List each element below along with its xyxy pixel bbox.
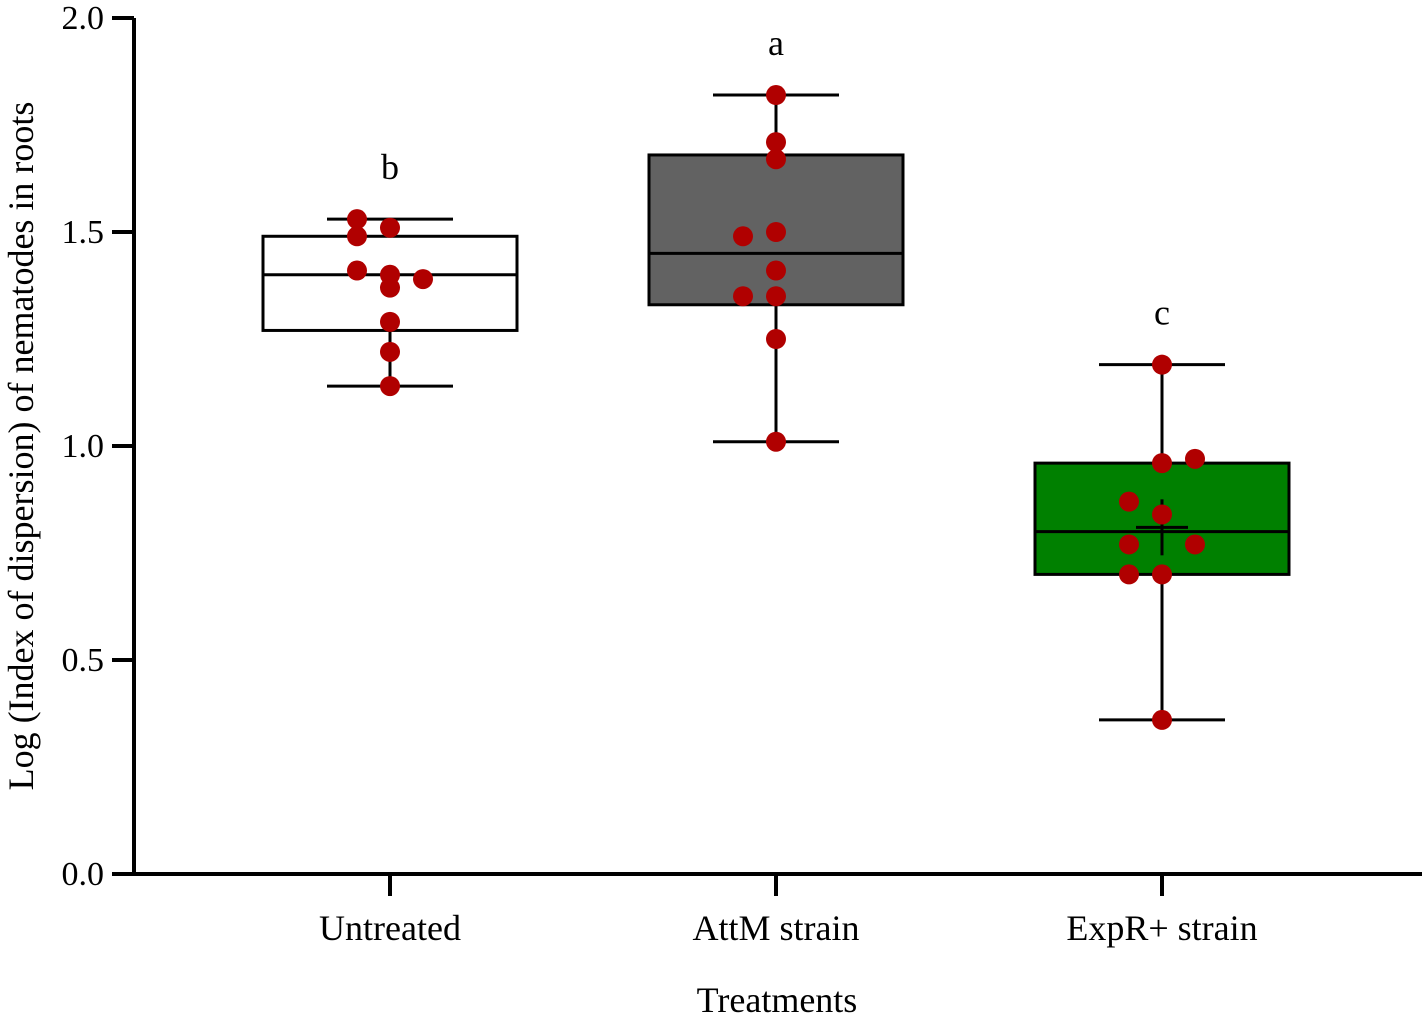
data-point <box>733 226 753 247</box>
data-point <box>1152 709 1172 730</box>
data-point <box>733 286 753 307</box>
data-point <box>766 286 786 307</box>
data-point <box>380 341 400 362</box>
significance-letter: b <box>381 147 399 187</box>
data-point <box>1119 534 1139 555</box>
y-tick-label: 0.0 <box>62 856 105 893</box>
data-point <box>1152 504 1172 525</box>
data-point <box>1119 491 1139 512</box>
data-point <box>380 311 400 332</box>
y-tick-label: 0.5 <box>62 642 105 679</box>
significance-letter: a <box>768 23 784 63</box>
x-tick-label: AttM strain <box>693 908 860 948</box>
data-point <box>766 329 786 349</box>
data-point <box>1152 564 1172 585</box>
data-point <box>766 149 786 170</box>
data-point <box>766 222 786 242</box>
data-point <box>380 217 400 238</box>
y-tick-label: 1.0 <box>62 428 105 465</box>
data-point <box>380 376 400 397</box>
data-point <box>1185 534 1205 555</box>
data-point <box>413 269 433 290</box>
data-point <box>1185 448 1205 469</box>
data-point <box>380 277 400 298</box>
x-axis-title: Treatments <box>697 980 858 1018</box>
data-point <box>766 431 786 452</box>
data-point <box>1152 354 1172 375</box>
data-point <box>766 85 786 106</box>
x-tick-label: Untreated <box>319 908 461 948</box>
y-tick-label: 1.5 <box>62 214 105 251</box>
significance-letter: c <box>1154 293 1170 333</box>
data-point <box>766 260 786 281</box>
data-point <box>347 260 367 281</box>
y-tick-label: 2.0 <box>62 0 105 37</box>
data-point <box>1119 564 1139 585</box>
data-point <box>347 226 367 247</box>
y-axis-title: Log (Index of dispersion) of nematodes i… <box>1 102 41 791</box>
data-point <box>347 209 367 230</box>
data-point <box>766 132 786 153</box>
x-tick-label: ExpR+ strain <box>1066 908 1257 948</box>
data-point <box>1152 453 1172 474</box>
